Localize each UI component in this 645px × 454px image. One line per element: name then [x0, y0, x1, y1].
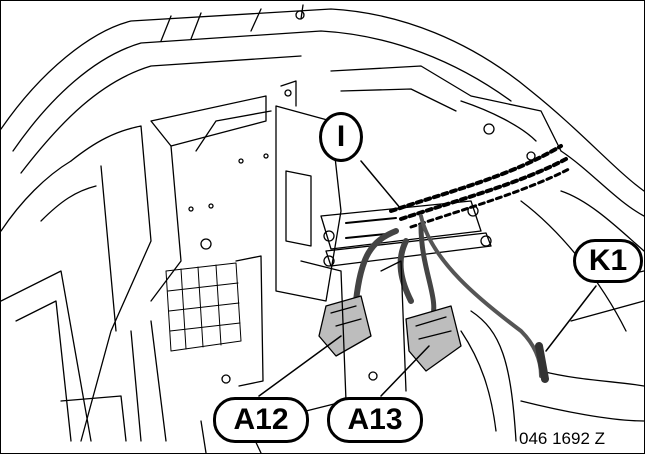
vent-grid [165, 262, 242, 352]
mounting-bracket [275, 105, 342, 302]
left-pillar [70, 125, 152, 442]
callout-a12: A12 [213, 397, 309, 443]
leader-line-k1 [545, 285, 597, 352]
trunk-opening-outline [1, 8, 644, 192]
callout-a13: A13 [327, 397, 423, 443]
callout-k1: K1 [573, 239, 643, 283]
wiring-harness-dashed [389, 144, 563, 213]
control-unit-a12 [318, 295, 372, 357]
figure-reference-number: 046 1692 Z [519, 429, 606, 448]
leader-line-a13 [380, 345, 430, 397]
cable-to-a12 [353, 228, 399, 304]
callout-i: I [319, 112, 363, 162]
carrier-bar [320, 200, 482, 250]
leader-line-i [360, 160, 402, 210]
leader-line-a12 [258, 335, 342, 397]
